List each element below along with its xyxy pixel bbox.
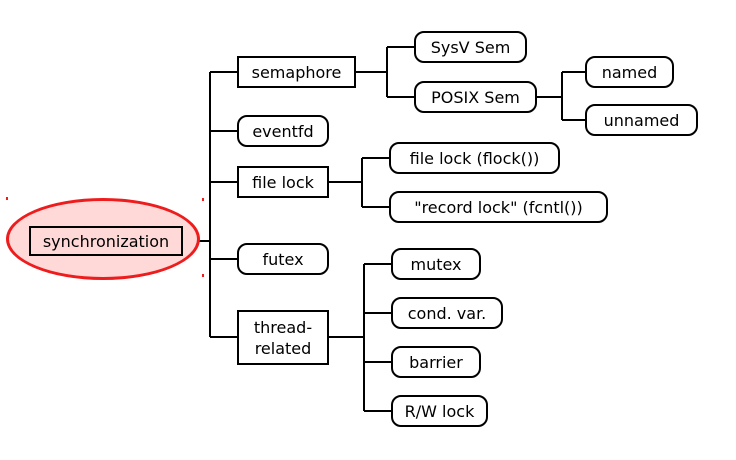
highlight-mark bbox=[202, 274, 204, 277]
node-thread-related: thread- related bbox=[237, 310, 329, 365]
node-file-lock: file lock bbox=[237, 166, 329, 198]
node-mutex: mutex bbox=[391, 248, 481, 280]
node-record-lock: "record lock" (fcntl()) bbox=[389, 191, 608, 223]
node-named: named bbox=[585, 56, 674, 88]
node-flock: file lock (flock()) bbox=[389, 142, 560, 174]
node-eventfd: eventfd bbox=[237, 115, 329, 147]
node-cond-var: cond. var. bbox=[391, 297, 503, 329]
node-synchronization: synchronization bbox=[29, 226, 183, 256]
highlight-mark bbox=[202, 198, 204, 201]
node-thread-related-line2: related bbox=[254, 338, 312, 358]
highlight-mark bbox=[6, 197, 8, 200]
node-barrier: barrier bbox=[391, 346, 481, 378]
node-semaphore: semaphore bbox=[237, 56, 356, 88]
node-rw-lock: R/W lock bbox=[391, 395, 488, 427]
node-futex: futex bbox=[237, 243, 329, 275]
node-sysv-sem: SysV Sem bbox=[414, 31, 527, 63]
node-thread-related-line1: thread- bbox=[253, 317, 313, 337]
node-posix-sem: POSIX Sem bbox=[414, 81, 537, 113]
node-unnamed: unnamed bbox=[585, 104, 698, 136]
